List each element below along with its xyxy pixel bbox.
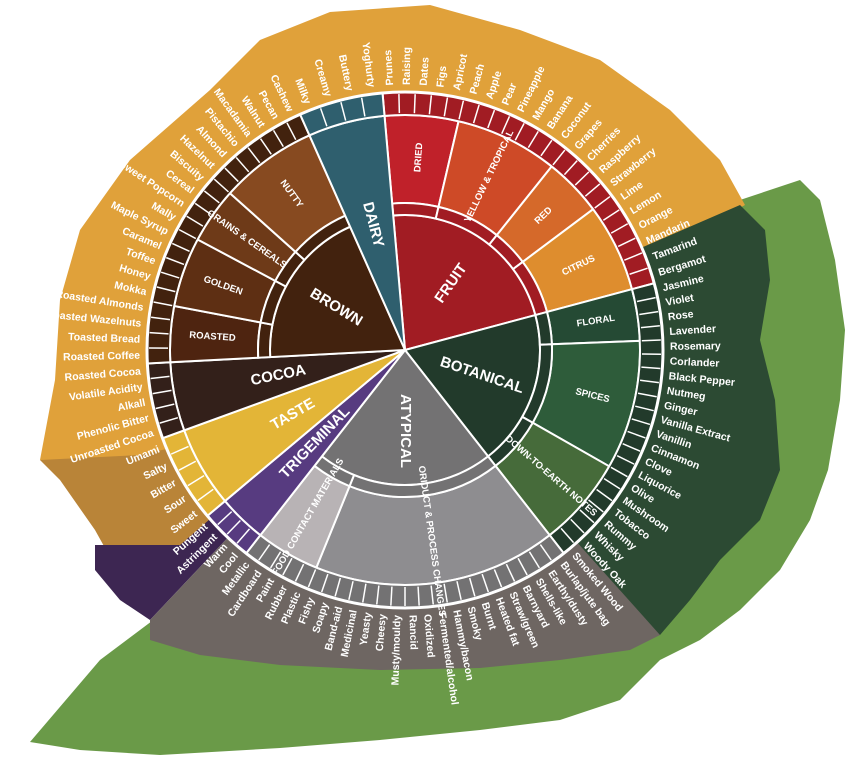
category-atypical-label: ATYPICAL — [397, 394, 414, 468]
attribute-label: Prunes — [382, 49, 396, 85]
attribute-label: Roasted Coffee — [63, 350, 140, 364]
attribute-label: Rosemary — [670, 340, 721, 353]
tick-divider — [414, 94, 415, 113]
attribute-label: Musty/mouldy — [390, 615, 404, 686]
subcategory-roasted-band — [258, 322, 272, 357]
tick-divider — [642, 340, 661, 341]
attribute-label: Dates — [418, 57, 432, 87]
attribute-label: Raising — [401, 47, 413, 85]
tick-divider — [418, 587, 419, 606]
tick-divider — [149, 362, 168, 363]
tick-divider — [391, 587, 392, 606]
wheel-ring — [147, 92, 663, 608]
attribute-label: Rancid — [407, 615, 420, 650]
subcategory-dried-label: DRIED — [412, 142, 425, 172]
attribute-label: Corlander — [669, 356, 719, 370]
